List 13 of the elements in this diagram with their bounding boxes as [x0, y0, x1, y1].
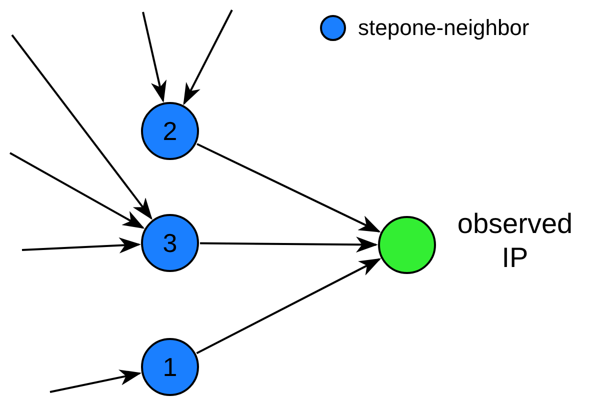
- arrow: [142, 12, 167, 103]
- neighbor-node: 1: [141, 338, 199, 396]
- arrow: [196, 143, 381, 232]
- arrow: [22, 237, 142, 254]
- neighbor-node: 2: [141, 102, 199, 160]
- arrow: [196, 258, 382, 354]
- node-caption: observed IP: [456, 207, 574, 275]
- arrow: [10, 152, 145, 229]
- arrow: [50, 370, 142, 393]
- legend-label: stepone-neighbor: [358, 14, 530, 42]
- arrow: [200, 236, 378, 253]
- arrow: [11, 34, 152, 220]
- neighbor-node: 3: [141, 214, 199, 272]
